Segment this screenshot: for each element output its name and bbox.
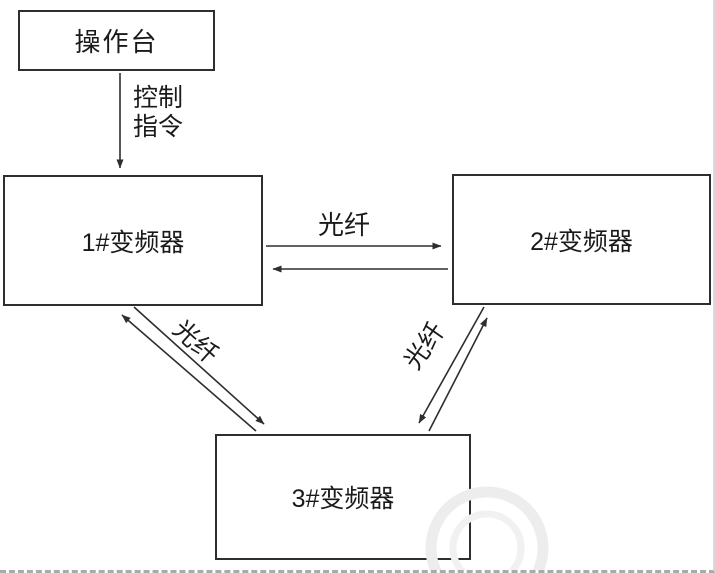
fiber-arrow-2-to-3	[418, 306, 485, 424]
node-inverter-1-label: 1#变频器	[81, 228, 185, 257]
node-inverter-3: 3#变频器	[215, 434, 471, 560]
fiber-arrow-1-to-3	[133, 306, 265, 425]
node-inverter-3-label: 3#变频器	[291, 485, 395, 513]
node-inverter-1: 1#变频器	[3, 175, 263, 306]
fiber-arrow-3-to-1	[121, 314, 257, 432]
node-inverter-2-label: 2#变频器	[530, 227, 633, 256]
node-console-label: 操作台	[74, 27, 159, 57]
fiber-label-1-2: 光纤	[318, 210, 371, 240]
control-command-label: 控制 指令	[133, 84, 184, 141]
fiber-arrow-3-to-2	[428, 317, 488, 432]
node-console: 操作台	[18, 10, 215, 71]
node-inverter-2: 2#变频器	[452, 174, 711, 305]
